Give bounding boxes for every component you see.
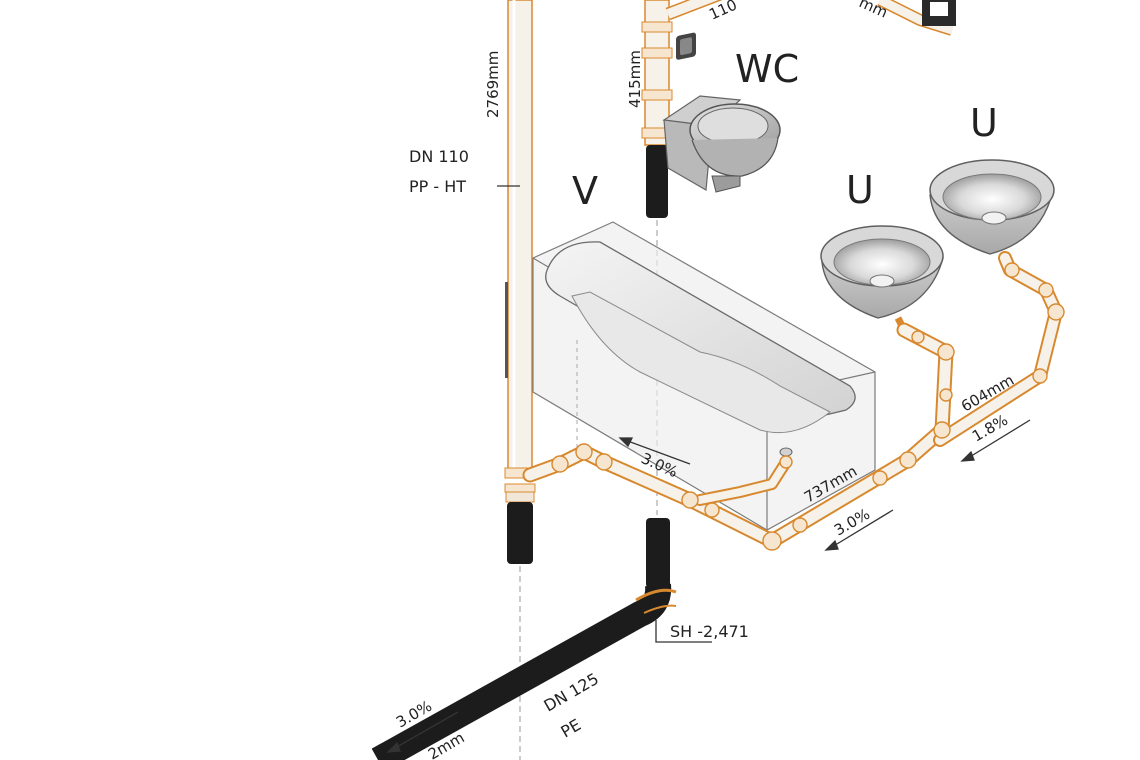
washbasin-left-fixture [820, 225, 944, 332]
invert-level-label: SH -2,471 [670, 622, 749, 641]
top-dimension-partial-2: mm [856, 0, 890, 22]
stack-height-dimension: 2769mm [484, 51, 502, 118]
pipe-fittings [551, 262, 1065, 551]
washbasin-right-fixture [929, 159, 1055, 255]
stack-pipe-size: DN 110 [409, 147, 469, 166]
upper-branch-pipe [665, 0, 956, 36]
washbasin-right-label: U [970, 101, 998, 145]
bathtub-fixture [532, 221, 876, 531]
stack-pipe-material: PP - HT [409, 177, 466, 196]
flush-plate [676, 32, 696, 60]
wc-height-dimension: 415mm [626, 50, 644, 108]
sewer-pipe-material: PE [558, 715, 585, 741]
wc-label: WC [735, 47, 799, 91]
slope-arrows [386, 419, 1031, 753]
main-stack-pipe [504, 0, 536, 760]
wc-fixture [662, 95, 781, 193]
washbasin-left-label: U [846, 168, 874, 212]
bathtub-label: V [572, 169, 598, 213]
leader-lines [497, 185, 712, 643]
sewer-pipe [371, 518, 677, 760]
